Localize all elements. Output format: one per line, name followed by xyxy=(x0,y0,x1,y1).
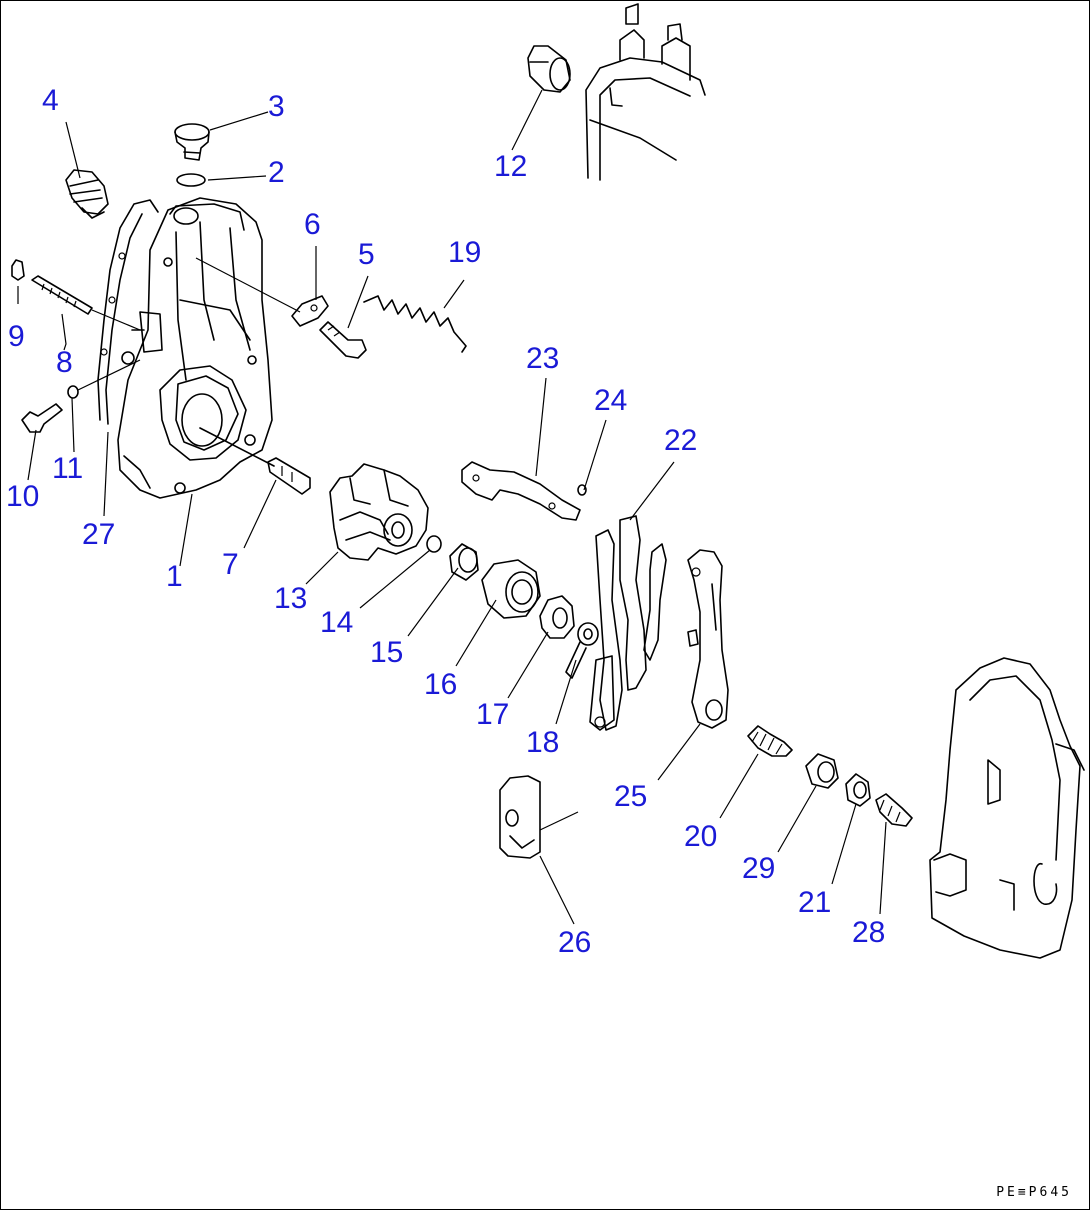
part-28-screw xyxy=(875,793,913,827)
part-25-lever xyxy=(687,549,729,729)
callout-26: 26 xyxy=(558,926,592,959)
part-19-spring xyxy=(363,295,467,353)
callout-17: 17 xyxy=(476,698,510,731)
part-7-shaft xyxy=(199,427,311,495)
callout-29: 29 xyxy=(742,852,776,885)
part-18-pin xyxy=(565,622,599,679)
part-9-cap-nut xyxy=(11,259,25,281)
part-24-clip xyxy=(577,484,587,496)
callout-13: 13 xyxy=(274,582,308,615)
callout-27: 27 xyxy=(82,518,116,551)
part-26-block xyxy=(499,775,579,859)
part-22-lever xyxy=(589,515,667,731)
part-4-plug xyxy=(65,169,109,219)
callout-5: 5 xyxy=(358,238,375,271)
callout-9: 9 xyxy=(8,320,25,353)
part-11-washer xyxy=(67,385,79,399)
callout-11: 11 xyxy=(52,452,84,485)
callout-10: 10 xyxy=(6,480,40,513)
callout-4: 4 xyxy=(42,84,59,117)
callout-14: 14 xyxy=(320,606,354,639)
callout-3: 3 xyxy=(268,90,285,123)
callout-7: 7 xyxy=(222,548,239,581)
callout-12: 12 xyxy=(494,150,528,183)
callout-16: 16 xyxy=(424,668,458,701)
part-17-nut xyxy=(539,595,575,639)
part-21-nut xyxy=(845,773,871,807)
part-27-gasket xyxy=(97,199,159,425)
part-1-governor-housing xyxy=(117,197,273,499)
part-10-stud xyxy=(21,403,63,433)
leader-11-to-housing xyxy=(77,359,141,391)
callout-21: 21 xyxy=(798,886,832,919)
pump-body-top xyxy=(585,3,706,181)
part-5-bolt xyxy=(319,321,367,359)
part-29-spacer xyxy=(805,753,839,789)
callout-28: 28 xyxy=(852,916,886,949)
callout-2: 2 xyxy=(268,156,285,189)
callout-22: 22 xyxy=(664,424,698,457)
leader-lines xyxy=(17,89,887,925)
part-12-sleeve xyxy=(527,45,571,93)
callout-18: 18 xyxy=(526,726,560,759)
callout-24: 24 xyxy=(594,384,628,417)
part-20-spring xyxy=(747,725,793,757)
callout-8: 8 xyxy=(56,346,73,379)
drawing-code: PE≡P645 xyxy=(996,1185,1072,1200)
callout-1: 1 xyxy=(166,560,183,593)
part-8-adjust-screw xyxy=(31,275,141,331)
part-15-sleeve xyxy=(449,543,479,581)
part-14-washer xyxy=(426,535,442,553)
part-23-link xyxy=(461,461,581,521)
part-16-cup xyxy=(481,559,541,619)
callout-15: 15 xyxy=(370,636,404,669)
part-3-plug xyxy=(174,123,210,161)
part-2-oring xyxy=(176,173,206,187)
callout-6: 6 xyxy=(304,208,321,241)
callout-19: 19 xyxy=(448,236,482,269)
callout-20: 20 xyxy=(684,820,718,853)
part-13-flyweight-holder xyxy=(329,463,429,561)
part-6-bracket xyxy=(195,257,329,327)
governor-cover xyxy=(929,657,1085,959)
callout-23: 23 xyxy=(526,342,560,375)
callout-25: 25 xyxy=(614,780,648,813)
